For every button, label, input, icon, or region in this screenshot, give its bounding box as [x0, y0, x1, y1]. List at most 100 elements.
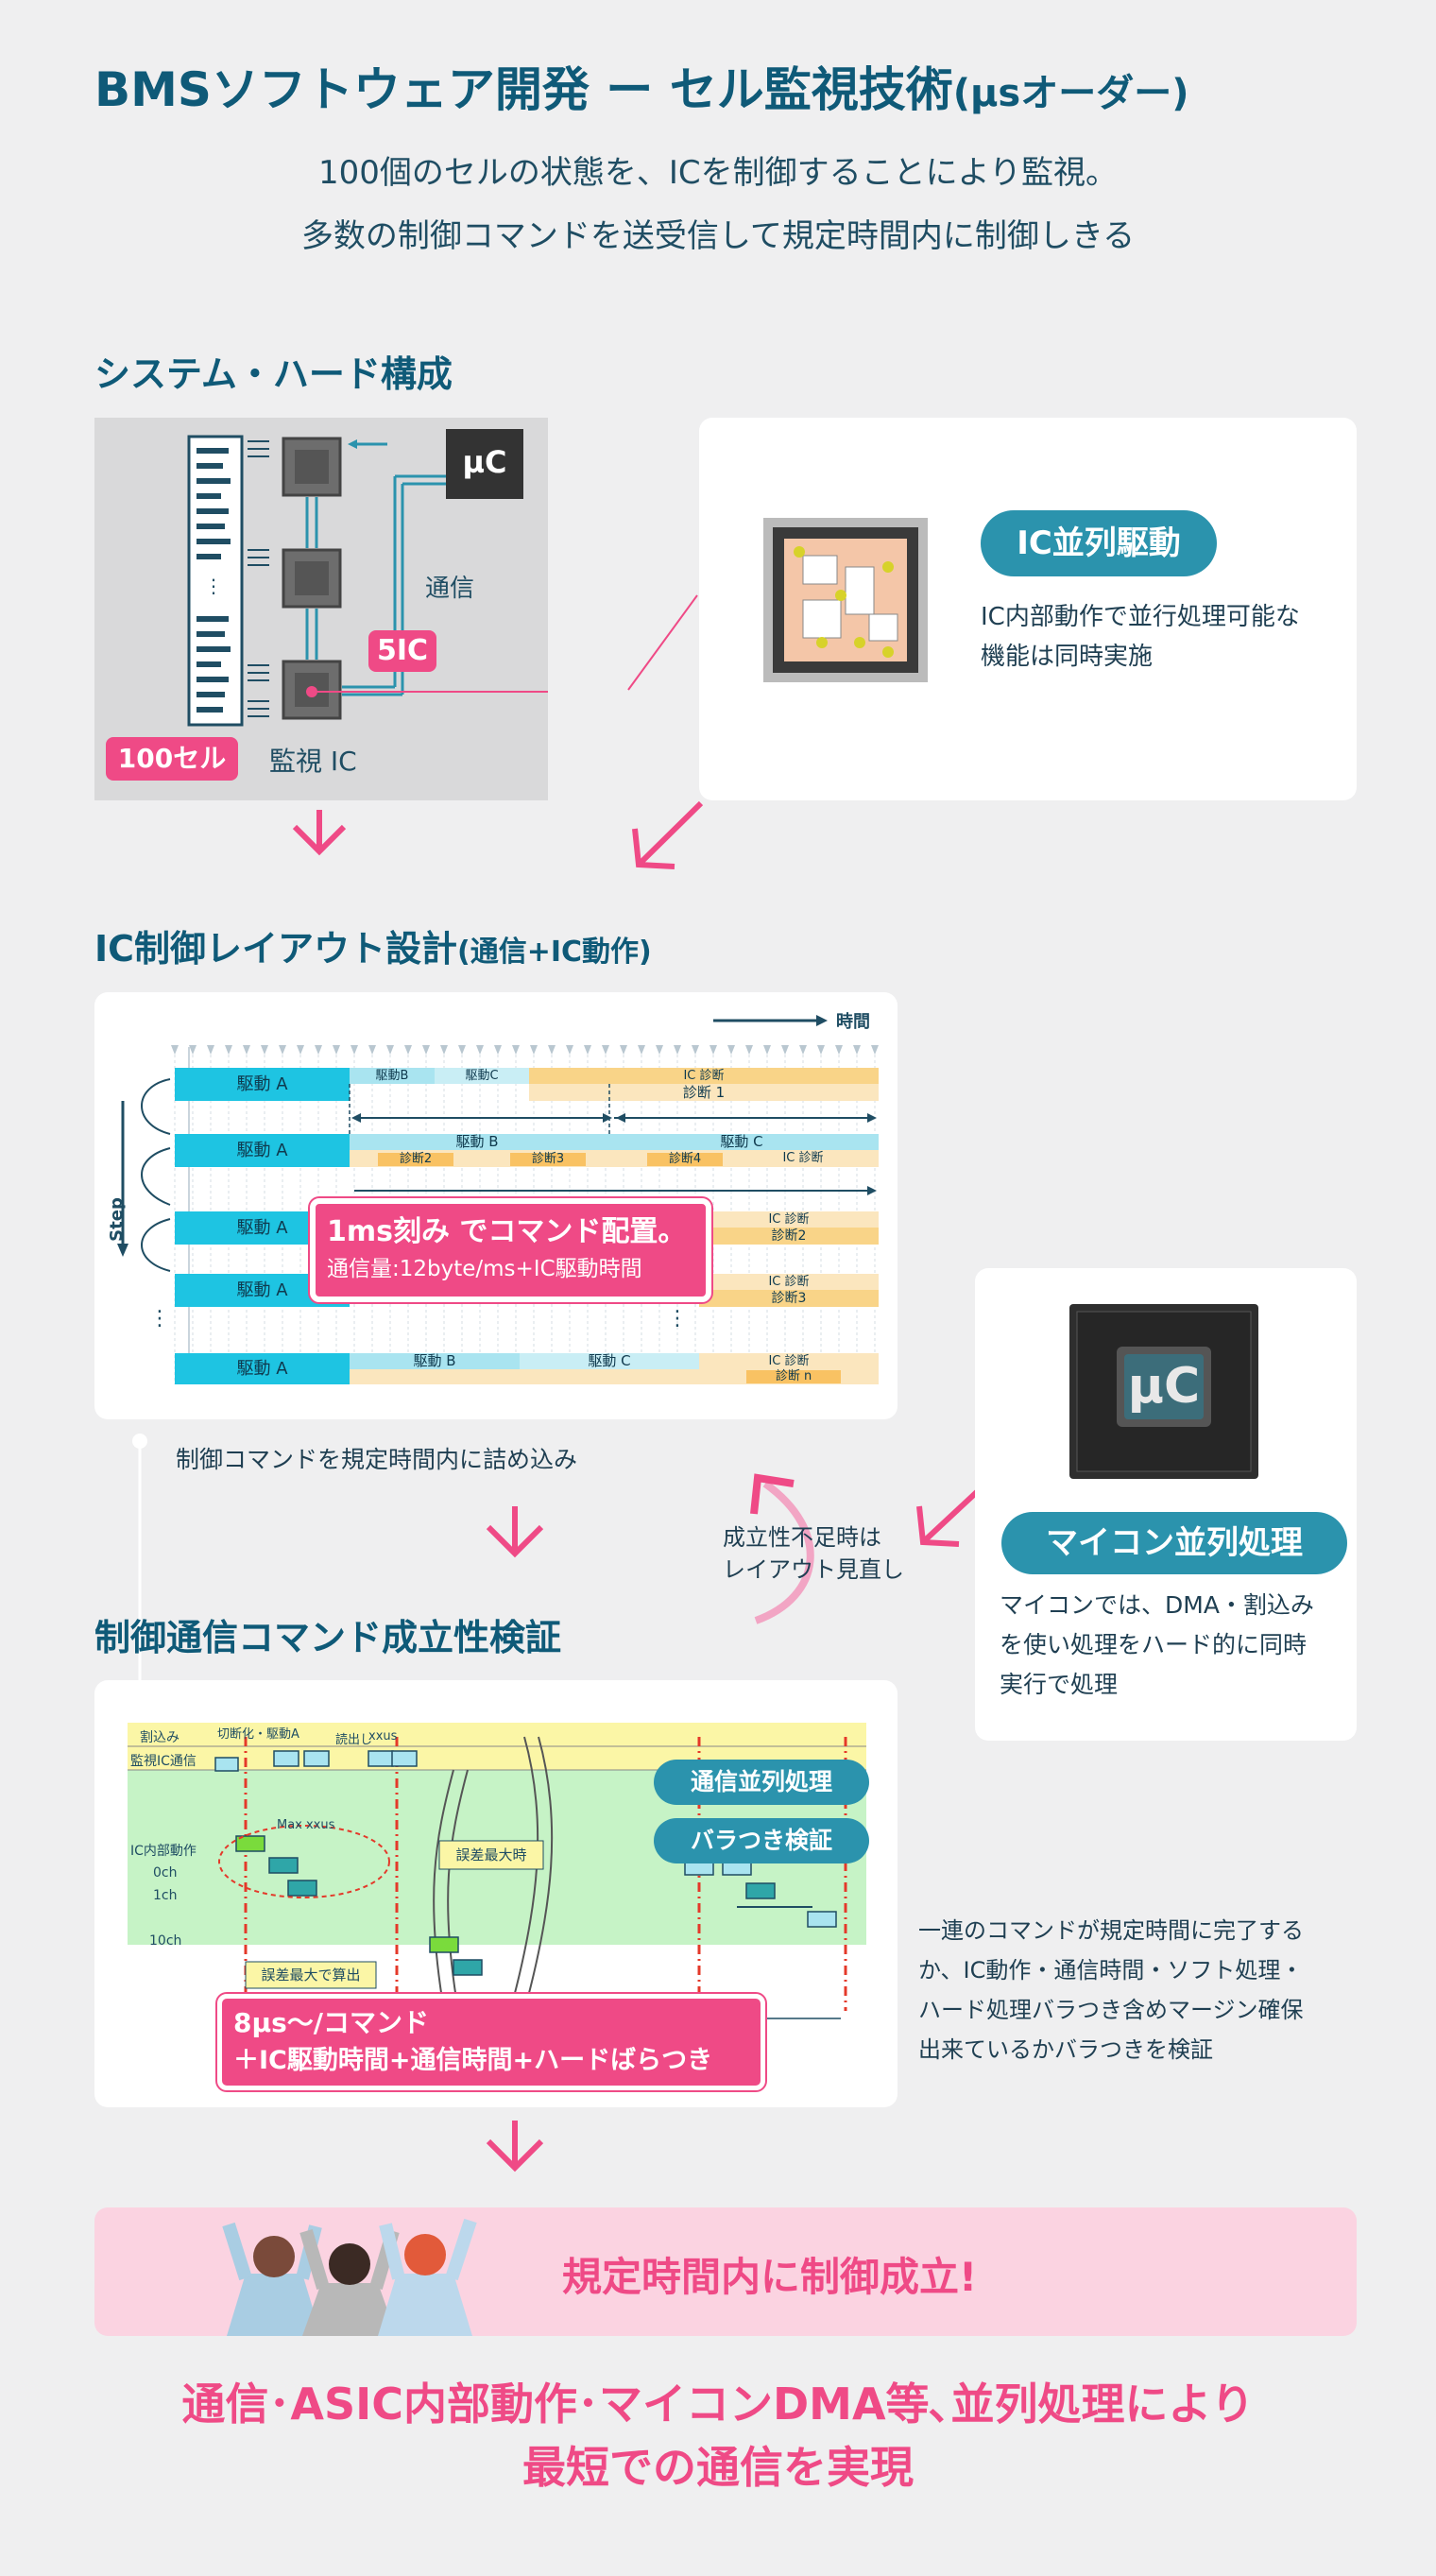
row3-ic-diag: IC 診断 [768, 1212, 810, 1227]
arrow-down-2 [486, 1506, 544, 1558]
row1-drive-a: 駆動 A [236, 1074, 288, 1094]
time-axis-label: 時間 [836, 1012, 870, 1032]
celebrating-people-illustration [222, 2218, 477, 2336]
layout-timing-svg [117, 1015, 879, 1384]
ellipsis-left: ⋮ [149, 1307, 170, 1331]
comm-parallel-pill: 通信並列処理 [654, 1760, 869, 1805]
feedback-line-2: レイアウト見直し [723, 1556, 904, 1583]
footer-line-1: 通信･ASIC内部動作･マイコンDMA等､並列処理により [181, 2379, 1255, 2430]
verification-card: 割込み 監視IC通信 IC内部動作 0ch 1ch 10ch 切断化・駆動A 読… [94, 1680, 898, 2107]
ic-parallel-desc-1: IC内部動作で並行処理可能な [981, 603, 1300, 631]
section-verify-title: 制御通信コマンド成立性検証 [94, 1617, 562, 1658]
row5-drive-a: 駆動 A [236, 1359, 288, 1379]
footer-line-2: 最短での通信を実現 [522, 2442, 914, 2493]
tick-mark [279, 1045, 286, 1055]
tick-mark [566, 1045, 573, 1055]
mcu-parallel-card: µC マイコン並列処理 マイコンでは、DMA・割込み を使い処理をハード的に同時… [975, 1268, 1357, 1741]
mcu-desc-2: を使い処理をハード的に同時 [1000, 1631, 1308, 1658]
step-axis-label: Step [106, 1197, 127, 1242]
row5-ic-diag: IC 診断 [768, 1354, 810, 1368]
cell-count-badge: 100セル [106, 737, 238, 781]
tick-mark [333, 1045, 340, 1055]
svg-text:⋮: ⋮ [204, 575, 223, 597]
tick-mark [835, 1045, 843, 1055]
tick-mark [476, 1045, 484, 1055]
tick-mark [799, 1045, 807, 1055]
row2-drive-a: 駆動 A [236, 1141, 288, 1160]
row2-drive-c: 駆動 C [720, 1133, 763, 1150]
max-spread-label: 誤差最大時 [455, 1846, 527, 1863]
mcu-chip-image [1069, 1304, 1258, 1479]
mcu-desc-1: マイコンでは、DMA・割込み [1000, 1591, 1314, 1619]
tick-mark [243, 1045, 250, 1055]
tick-mark [727, 1045, 735, 1055]
layout-callout: 1ms刻み でコマンド配置。 通信量:12byte/ms+IC駆動時間 [310, 1198, 711, 1302]
tick-mark [350, 1045, 358, 1055]
layout-callout-line-2: 通信量:12byte/ms+IC駆動時間 [327, 1257, 642, 1281]
tick-mark [763, 1045, 771, 1055]
row5-diagn: 診断 n [775, 1369, 812, 1383]
ic-parallel-title: IC並列駆動 [981, 510, 1217, 576]
verify-desc-3: ハード処理バラつき含めマージン確保 [918, 1997, 1304, 2023]
tick-mark [745, 1045, 753, 1055]
arrow-diag-1 [632, 800, 704, 869]
mcu-parallel-title: マイコン並列処理 [1001, 1512, 1347, 1574]
page-title: BMSソフトウェア開発 ー セル監視技術(µsオーダー) [94, 62, 1189, 117]
tick-mark [620, 1045, 627, 1055]
cut-drive-label: 切断化・駆動A [217, 1727, 299, 1742]
row1-drive-c: 駆動C [465, 1069, 499, 1083]
feedback-line-1: 成立性不足時は [723, 1524, 881, 1551]
tick-mark [404, 1045, 412, 1055]
result-banner: 規定時間内に制御成立! [94, 2207, 1357, 2336]
tick-mark [189, 1045, 197, 1055]
tick-mark [692, 1045, 699, 1055]
tick-mark [422, 1045, 430, 1055]
subtitle-line-2: 多数の制御コマンドを送受信して規定時間内に制御しきる [300, 217, 1136, 255]
xxus-label: xxus [368, 1729, 398, 1743]
ellipsis-right: ⋮ [667, 1307, 688, 1331]
system-hardware-svg: ⋮ [187, 429, 628, 727]
tick-mark [602, 1045, 609, 1055]
tick-mark [440, 1045, 448, 1055]
layout-callout-line-1: 1ms刻み でコマンド配置。 [327, 1215, 687, 1248]
row3-drive-a: 駆動 A [236, 1218, 288, 1238]
tick-mark [386, 1045, 394, 1055]
row2-diag4: 診断4 [668, 1152, 702, 1166]
verify-desc-1: 一連のコマンドが規定時間に完了する [918, 1917, 1304, 1944]
verify-callout-line-2: ＋IC駆動時間+通信時間+ハードばらつき [233, 2046, 713, 2075]
tick-mark [207, 1045, 214, 1055]
pointer-line [627, 594, 698, 691]
verify-desc-2: か、IC動作・通信時間・ソフト処理・ [918, 1957, 1304, 1984]
tick-mark [225, 1045, 232, 1055]
tick-mark [656, 1045, 663, 1055]
row1-diag1: 診断 1 [682, 1084, 726, 1101]
ch10-label: 10ch [149, 1933, 182, 1949]
row1-ic-diag: IC 診断 [683, 1069, 725, 1083]
tick-mark [674, 1045, 681, 1055]
row4-diag3: 診断3 [771, 1291, 807, 1306]
row1-drive-b: 駆動B [375, 1069, 409, 1083]
row-ic-comm: 監視IC通信 [130, 1754, 197, 1769]
result-banner-text: 規定時間内に制御成立! [562, 2254, 978, 2300]
system-hardware-diagram: ⋮ µC 通 [94, 418, 628, 800]
tick-mark [530, 1045, 538, 1055]
row2-ic-diag: IC 診断 [782, 1151, 824, 1165]
read-label: 読出し [335, 1733, 373, 1747]
ch0-label: 0ch [153, 1865, 178, 1880]
max-xxus-label: Max xxus [277, 1818, 335, 1832]
tick-mark [297, 1045, 304, 1055]
verify-desc-4: 出来ているかバラつきを検証 [918, 2036, 1213, 2063]
tick-mark [709, 1045, 717, 1055]
layout-timing-card: 時間 Step 駆動 A 駆動B 駆動C IC 診断 診断 1 駆動 A 駆動 … [94, 992, 898, 1419]
tick-mark [512, 1045, 520, 1055]
row5-drive-c: 駆動 C [588, 1352, 631, 1369]
verify-callout: 8µs〜/コマンド ＋IC駆動時間+通信時間+ハードばらつき [217, 1994, 765, 2090]
row3-diag2: 診断2 [771, 1228, 807, 1244]
tick-mark [638, 1045, 645, 1055]
tick-mark [171, 1045, 179, 1055]
comm-label: 通信 [425, 575, 475, 603]
row4-drive-a: 駆動 A [236, 1280, 288, 1300]
feedback-loop-arrow [750, 1473, 814, 1624]
connector-line [132, 1434, 147, 1687]
verify-callout-line-1: 8µs〜/コマンド [233, 2007, 429, 2038]
